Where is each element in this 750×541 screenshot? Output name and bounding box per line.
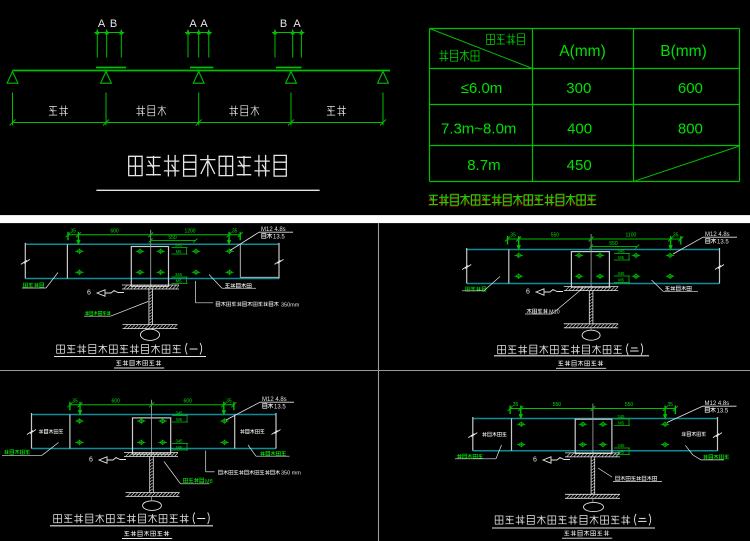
svg-text:450: 450 — [567, 157, 592, 174]
svg-text:600: 600 — [678, 80, 703, 97]
svg-text:M5: M5 — [618, 255, 624, 260]
svg-text:6: 6 — [89, 457, 93, 464]
svg-text:A: A — [200, 18, 208, 30]
svg-text:600: 600 — [112, 398, 121, 404]
svg-text:M5: M5 — [176, 249, 182, 254]
svg-text:35: 35 — [673, 233, 679, 239]
svg-text:M8: M8 — [205, 479, 213, 485]
svg-text:345: 345 — [618, 271, 626, 276]
svg-text:345: 345 — [176, 439, 184, 444]
svg-text:13.5: 13.5 — [274, 405, 286, 411]
svg-text:A(mm): A(mm) — [559, 43, 606, 60]
svg-text:1200: 1200 — [184, 228, 195, 234]
svg-text:1100: 1100 — [626, 233, 637, 239]
svg-text:345: 345 — [618, 443, 626, 448]
svg-text:M12 4.8s: M12 4.8s — [261, 227, 286, 233]
svg-text:≤6.0m: ≤6.0m — [461, 80, 503, 97]
svg-text:35: 35 — [510, 233, 516, 239]
svg-text:B: B — [280, 18, 287, 30]
svg-text:345: 345 — [618, 249, 626, 254]
svg-text:345: 345 — [176, 411, 184, 416]
svg-text:35: 35 — [226, 398, 232, 404]
svg-text:B: B — [110, 18, 117, 30]
svg-text:300: 300 — [566, 80, 591, 97]
svg-text:13.5: 13.5 — [273, 235, 285, 241]
svg-text:550: 550 — [168, 235, 177, 241]
svg-text:600: 600 — [110, 228, 119, 234]
svg-text:350mm: 350mm — [281, 303, 300, 309]
svg-text:345: 345 — [618, 414, 626, 419]
svg-text:6: 6 — [533, 457, 537, 464]
svg-text:M12 4.8s: M12 4.8s — [705, 401, 730, 407]
svg-text:550: 550 — [625, 402, 634, 408]
svg-text:35: 35 — [72, 398, 78, 404]
svg-text:M12 4.8s: M12 4.8s — [262, 397, 287, 403]
svg-text:A: A — [293, 18, 301, 30]
svg-text:M5: M5 — [176, 445, 182, 450]
svg-text:550: 550 — [553, 402, 562, 408]
svg-text:6: 6 — [87, 290, 91, 297]
svg-text:A: A — [189, 18, 197, 30]
svg-text:35: 35 — [667, 402, 673, 408]
svg-text:M12 4.8s: M12 4.8s — [705, 232, 730, 238]
svg-text:550: 550 — [551, 233, 560, 239]
svg-text:M5: M5 — [176, 417, 182, 422]
svg-text:M5: M5 — [176, 279, 182, 284]
svg-text:350 mm: 350 mm — [281, 471, 301, 477]
svg-text:A: A — [98, 18, 106, 30]
svg-text:6: 6 — [526, 289, 530, 296]
svg-text:550: 550 — [609, 241, 618, 247]
svg-text:400: 400 — [567, 121, 592, 138]
svg-text:800: 800 — [678, 121, 703, 138]
svg-text:345: 345 — [175, 243, 183, 248]
svg-text:8.7m: 8.7m — [467, 157, 500, 174]
svg-text:35: 35 — [513, 402, 519, 408]
svg-text:M5: M5 — [618, 450, 624, 455]
svg-text:M5: M5 — [618, 421, 624, 426]
svg-text:13.5: 13.5 — [717, 409, 729, 415]
svg-text:B(mm): B(mm) — [660, 43, 707, 60]
svg-text:345: 345 — [175, 272, 183, 277]
svg-text:7.3m~8.0m: 7.3m~8.0m — [441, 121, 516, 138]
svg-text:600: 600 — [184, 398, 193, 404]
svg-text:M5: M5 — [618, 278, 624, 283]
svg-text:M10: M10 — [549, 310, 560, 316]
svg-text:35: 35 — [232, 228, 238, 234]
svg-text:35: 35 — [70, 228, 76, 234]
svg-text:13.5: 13.5 — [717, 240, 729, 246]
